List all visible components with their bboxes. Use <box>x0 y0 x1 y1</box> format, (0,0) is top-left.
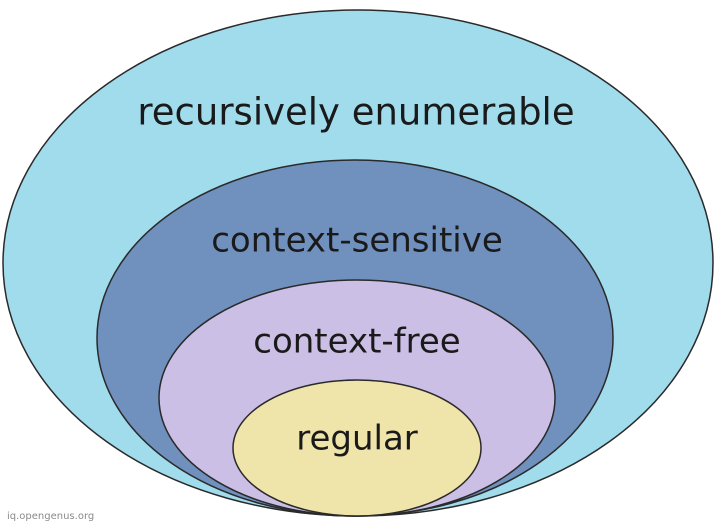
context-free-label: context-free <box>253 322 460 362</box>
regular-ellipse <box>232 379 482 517</box>
level-regular: regular <box>232 379 482 517</box>
recursively-enumerable-label: recursively enumerable <box>137 91 574 134</box>
watermark: iq.opengenus.org <box>7 511 95 522</box>
context-sensitive-label: context-sensitive <box>211 221 503 261</box>
regular-label: regular <box>296 419 418 459</box>
